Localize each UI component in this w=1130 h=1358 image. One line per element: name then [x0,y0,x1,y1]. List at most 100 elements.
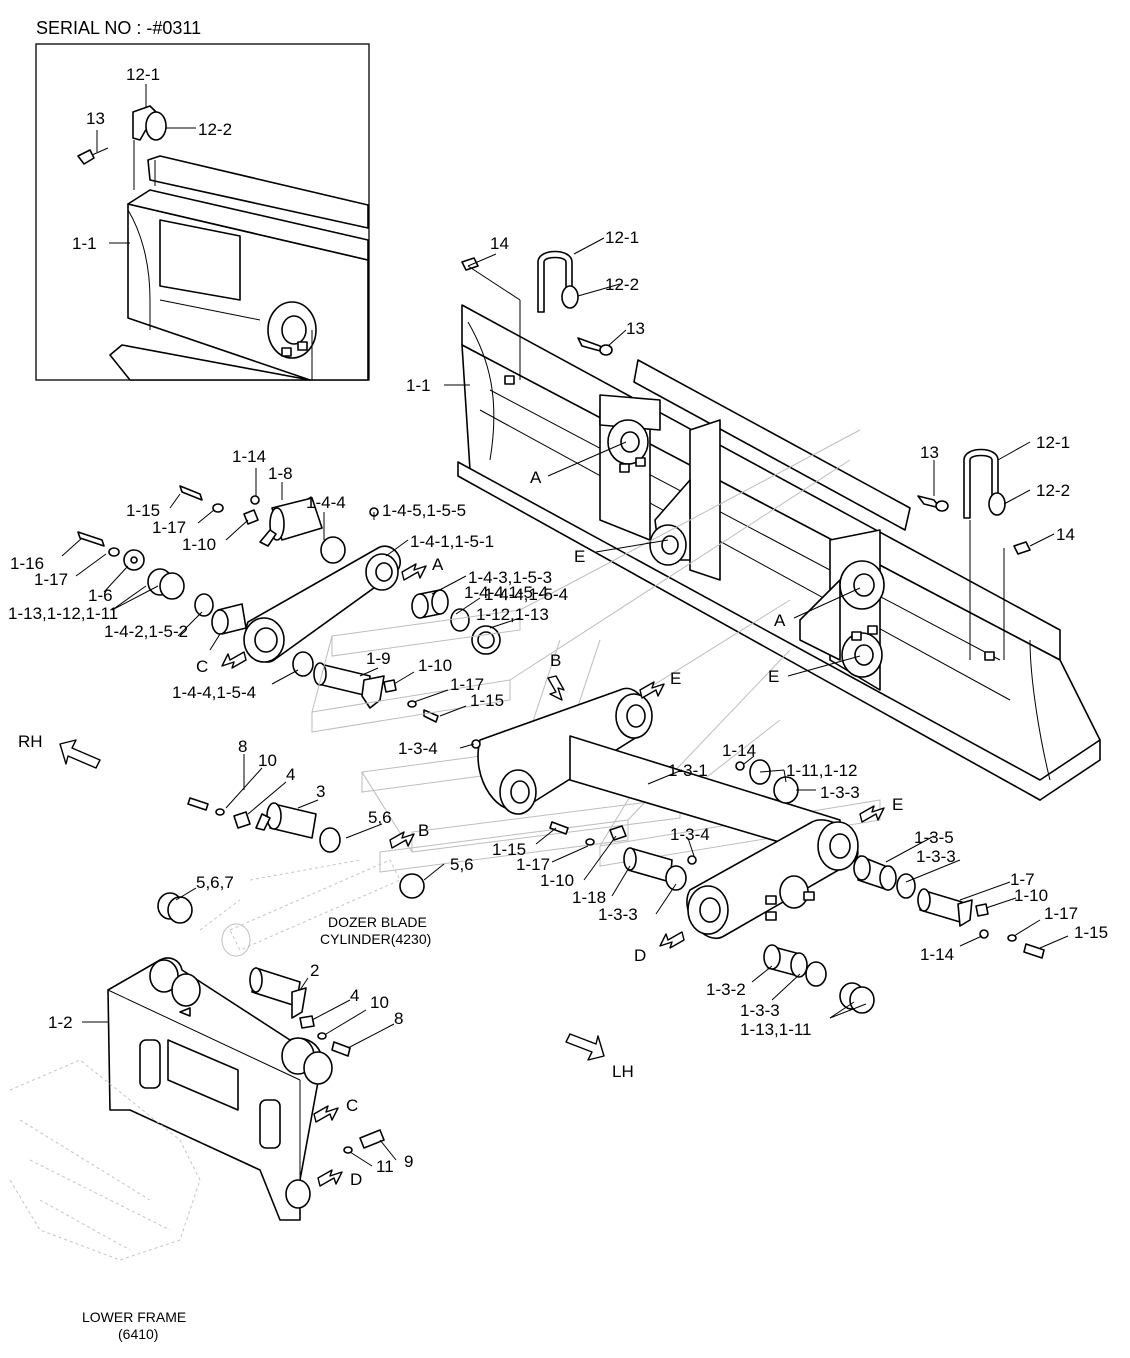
part-callout: E [670,669,681,688]
arrow-e2-icon [859,805,885,823]
serial-inset: SERIAL NO : -#0311 [35,18,370,381]
part-callout: 1-14 [232,447,266,466]
part-callout: 5,6 [450,855,474,874]
part-callout: 1-14 [722,741,756,760]
part-callout: 1-15 [470,691,504,710]
part-callout: 1-15 [1074,923,1108,942]
part-callout: 1-17 [516,855,550,874]
part-callout: 1-16 [10,554,44,573]
part-callout: 5,6 [368,808,392,827]
part-callout: 1-15 [126,501,160,520]
part-callout: 1-17 [1044,904,1078,923]
part-callout: 1-2 [48,1013,73,1032]
part-callout: 1-3-4 [670,825,710,844]
part-callout: 1-3-1 [668,761,708,780]
part-callout: 12-1 [605,228,639,247]
rh-arrow-icon [59,739,101,769]
part-callout: 13 [626,319,645,338]
blade-top-hardware [461,250,1031,555]
part-callout: 1-17 [450,675,484,694]
part-callout: 1-4-2,1-5-2 [104,622,188,641]
part-callout: A [432,555,444,574]
captions: RH LH DOZER BLADE CYLINDER(4230) LOWER F… [18,732,634,1342]
part-callout: C [346,1096,358,1115]
part-callout: A [530,468,542,487]
part-callout: E [892,795,903,814]
arrow-d-icon [659,931,685,949]
part-callout: C [196,657,208,676]
cylinder-pin-set [157,797,425,924]
direction-arrows [59,563,885,1187]
dozer-cylinder-ghost [221,859,401,957]
part-callout: 1-14 [920,945,954,964]
lower-link-assembly [471,687,1045,1014]
part-callout: 1-1 [406,376,431,395]
part-callout: 1-10 [182,535,216,554]
part-callout: 1-13,1-12,1-11 [8,604,118,623]
part-callout: 1-8 [268,464,293,483]
serial-number-label: SERIAL NO : -#0311 [36,18,201,38]
inset-blade-drawing [77,105,369,381]
part-callout: 1-4-1,1-5-1 [410,532,494,551]
part-callout: B [418,821,429,840]
part-callout: 1-17 [152,518,186,537]
part-callout: 1-17 [34,570,68,589]
part-callout: 1-11,1-12 [786,761,858,780]
lower-frame-bracket-1-2 [107,957,385,1221]
part-callout: 1-7 [1010,870,1035,889]
part-callout: 1-3-3 [740,1001,780,1020]
part-callout: A [774,611,786,630]
part-callout: 10 [258,751,277,770]
part-callout: 4 [350,986,359,1005]
part-callout: 1-6 [88,586,113,605]
arrow-a-icon [401,563,427,581]
part-callout: 10 [370,993,389,1012]
part-callout: 1-4-4,1-5-4 [484,585,568,604]
part-callout: 1-13,1-11 [740,1020,812,1039]
lower-frame-ghost [9,1059,201,1261]
part-callout: 13 [86,109,105,128]
upper-link-assembly [77,485,501,723]
part-callout: 1-4-3,1-5-3 [468,568,552,587]
part-callout: D [634,946,646,965]
part-callout: 12-2 [198,120,232,139]
part-callout: E [768,667,779,686]
dozer-caption-line2: CYLINDER(4230) [320,931,431,947]
part-callout: 1-10 [540,871,574,890]
part-callout: 14 [490,234,509,253]
frame-caption-line1: LOWER FRAME [82,1309,186,1325]
part-callout: 9 [404,1152,413,1171]
part-callout: 8 [394,1009,403,1028]
part-callout: 1-3-2 [706,980,746,999]
part-callout: 1-12,1-13 [476,605,549,624]
part-callout: 1-3-3 [820,783,860,802]
part-callout: 2 [310,961,319,980]
part-callout: 8 [238,737,247,756]
arrow-e-icon [639,681,665,699]
part-callout: 1-3-3 [916,847,956,866]
part-callout: 1-10 [1014,886,1048,905]
inset-leaders [96,84,196,244]
part-callout: 1-18 [572,888,606,907]
part-callout: 4 [286,765,295,784]
arrow-d2-icon [317,1169,343,1187]
part-callout: 1-4-4,1-5-4 [464,583,548,602]
callout-leader-lines [61,237,1069,1167]
part-callout: 14 [1056,525,1075,544]
arrow-b2-icon [389,831,415,849]
part-callout: E [574,547,585,566]
dozer-caption-line1: DOZER BLADE [328,914,427,930]
part-callout: 1-1 [72,234,97,253]
part-callout: 3 [316,782,325,801]
arrow-c-icon [221,651,247,669]
part-callout: 5,6,7 [196,873,234,892]
part-callout: B [550,651,561,670]
part-callout: 1-15 [492,840,526,859]
part-callout: D [350,1170,362,1189]
part-callout: 1-3-3 [598,905,638,924]
lh-label: LH [612,1062,634,1081]
rh-label: RH [18,732,43,751]
